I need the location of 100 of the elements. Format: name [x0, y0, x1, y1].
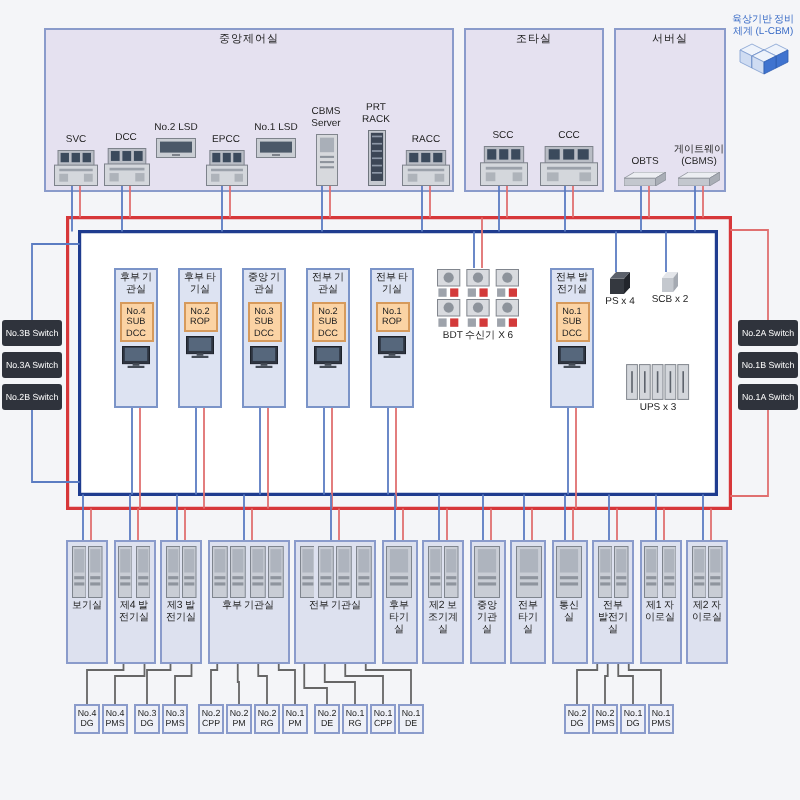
network-cable [395, 407, 397, 510]
cabinet-panel [207, 540, 289, 664]
cabinet-panel [381, 540, 417, 664]
network-cable [195, 407, 197, 496]
signal-cable [617, 663, 634, 705]
room-panel [614, 28, 726, 192]
console-panel [178, 268, 222, 408]
network-cable [564, 493, 566, 541]
network-cable [572, 507, 574, 541]
room-panel [44, 28, 454, 192]
network-cable [702, 185, 704, 219]
network-cable [402, 507, 404, 541]
console-panel [114, 268, 158, 408]
network-cable [575, 407, 577, 510]
network-cable [567, 407, 569, 496]
signal-cable [210, 663, 219, 705]
cabinet-panel [469, 540, 505, 664]
network-cable [473, 230, 475, 269]
network-cable [267, 407, 269, 510]
signal-cable [323, 663, 356, 705]
network-cable [243, 493, 245, 541]
network-cable [498, 185, 500, 233]
network-cable [387, 407, 389, 496]
network-cable [330, 493, 332, 541]
cabinet-panel [686, 540, 728, 664]
network-cable [137, 507, 139, 541]
network-cable [429, 185, 431, 219]
signal-cable [627, 663, 662, 705]
console-panel [370, 268, 414, 408]
signal-cable [146, 663, 172, 705]
network-cable [79, 185, 81, 219]
network-cable [90, 507, 92, 541]
signal-cable [576, 663, 599, 705]
network-cable [338, 507, 340, 541]
network-cable [129, 493, 131, 541]
network-cable [421, 185, 423, 233]
network-cable [663, 507, 665, 541]
console-panel [306, 268, 350, 408]
network-cable [31, 243, 81, 321]
network-cable [438, 493, 440, 541]
network-cable [506, 185, 508, 219]
network-cable [121, 185, 123, 233]
cabinet-panel [422, 540, 464, 664]
network-cable [729, 409, 769, 497]
network-cable [481, 216, 483, 269]
network-cable [184, 507, 186, 541]
cabinet-panel [592, 540, 634, 664]
network-cable [523, 493, 525, 541]
cabinet-panel [160, 540, 202, 664]
console-panel [550, 268, 594, 408]
network-cable [129, 185, 131, 219]
network-cable [31, 409, 81, 483]
network-cable [221, 185, 223, 233]
network-cable [176, 493, 178, 541]
signal-cable [364, 663, 412, 705]
signal-cable [174, 663, 193, 705]
network-cable [323, 407, 325, 496]
cabinet-panel [113, 540, 155, 664]
room-panel [464, 28, 604, 192]
network-cable [616, 507, 618, 541]
network-cable [564, 185, 566, 233]
cabinet-panel [639, 540, 681, 664]
signal-cable [604, 663, 609, 705]
network-cable [203, 407, 205, 510]
network-cable [648, 185, 650, 219]
network-cable [665, 230, 667, 273]
network-cable [710, 507, 712, 541]
network-cable [131, 407, 133, 496]
network-cable [694, 185, 696, 233]
network-cable [329, 185, 331, 219]
cabinet-panel [551, 540, 587, 664]
network-cable [482, 493, 484, 541]
network-cable [394, 493, 396, 541]
network-cable [615, 230, 617, 273]
console-panel [242, 268, 286, 408]
network-cable [82, 493, 84, 541]
network-cable [572, 185, 574, 219]
network-cable [702, 493, 704, 541]
network-cable [71, 185, 73, 233]
network-cable [446, 507, 448, 541]
network-cable [531, 507, 533, 541]
network-cable [139, 407, 141, 510]
signal-cable [236, 663, 240, 705]
network-cable [321, 185, 323, 233]
cabinet-panel [510, 540, 546, 664]
network-cable [655, 493, 657, 541]
network-cable [331, 407, 333, 510]
network-cable [490, 507, 492, 541]
network-cable [729, 229, 769, 321]
network-cable [251, 507, 253, 541]
network-cable [259, 407, 261, 496]
cabinet-panel [294, 540, 376, 664]
signal-cable [86, 663, 125, 705]
signal-cable [277, 663, 296, 705]
network-cable [640, 185, 642, 233]
cabinet-panel [66, 540, 108, 664]
network-cable [608, 493, 610, 541]
signal-cable [257, 663, 268, 705]
signal-cable [114, 663, 146, 705]
signal-cable [303, 663, 328, 705]
